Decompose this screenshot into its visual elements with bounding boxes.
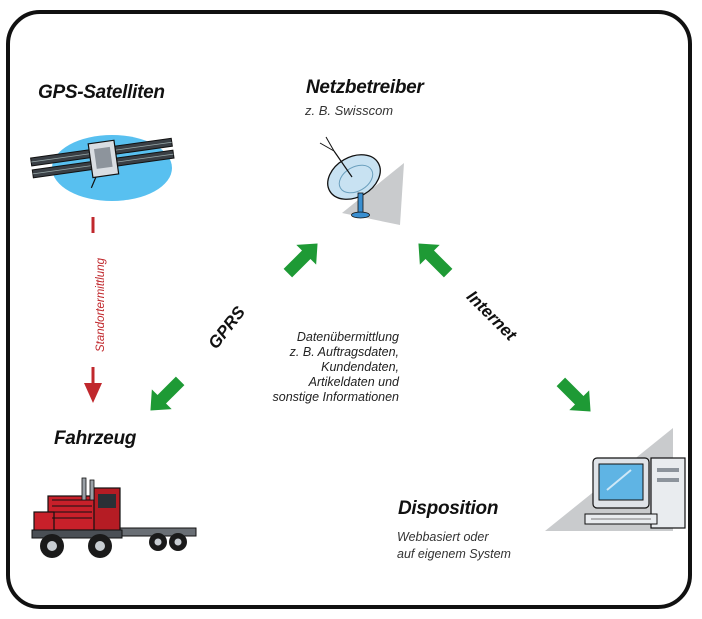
computer-icon [545, 428, 686, 531]
dispatch-line-2: auf eigenem System [397, 547, 511, 561]
truck-icon [31, 477, 197, 558]
provider-subtitle: z. B. Swisscom [305, 103, 394, 118]
satellite-dish-icon [319, 136, 404, 225]
satellites-title: GPS-Satelliten [38, 82, 165, 103]
arrow-down-to-vehicle [140, 370, 191, 421]
dispatch-title: Disposition [398, 498, 499, 519]
center-text-line: Artikeldaten und [308, 375, 399, 389]
vehicle-title: Fahrzeug [54, 428, 137, 449]
standort-arrow [84, 217, 102, 403]
center-text-block: Datenübermittlung z. B. Auftragsdaten, K… [273, 330, 399, 405]
arrow-up-to-provider [277, 233, 328, 284]
center-text-line: Datenübermittlung [296, 330, 399, 344]
center-text-line: Kundendaten, [321, 360, 399, 374]
center-text-line: sonstige Informationen [272, 390, 399, 404]
dispatch-line-1: Webbasiert oder [397, 530, 489, 544]
arrow-up-to-provider-right [408, 233, 459, 284]
satellite-icon [30, 135, 175, 201]
arrow-down-to-dispatch [550, 371, 601, 422]
provider-title: Netzbetreiber [306, 77, 424, 98]
center-text-line: z. B. Auftragsdaten, [289, 345, 399, 359]
